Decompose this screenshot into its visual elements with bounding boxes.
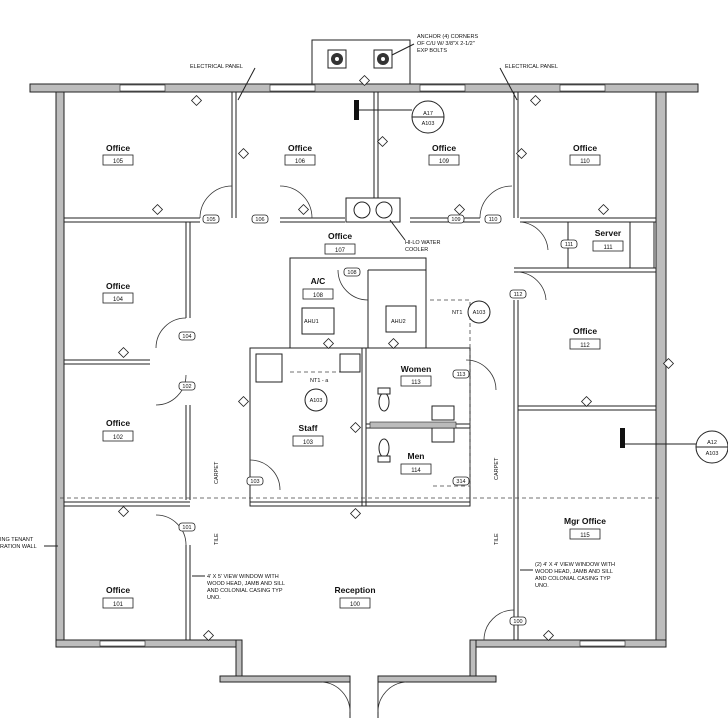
door-tag: 103 bbox=[250, 479, 259, 485]
door-tag: 105 bbox=[206, 217, 215, 223]
section-callout-a12: A12 A103 bbox=[625, 430, 728, 464]
room-number: 107 bbox=[335, 248, 346, 254]
room-number: 103 bbox=[303, 440, 314, 446]
svg-text:EXP BOLTS: EXP BOLTS bbox=[417, 48, 447, 54]
nt1-staff-label: NT1 - a bbox=[310, 378, 329, 384]
door-tag: 112 bbox=[514, 292, 523, 298]
room-labels: Office 105 Office 106 Office 109 Office … bbox=[102, 143, 624, 609]
window-note-right: (2) 4' X 4' VIEW WINDOW WITH WOOD HEAD, … bbox=[520, 562, 615, 589]
room-number: 101 bbox=[113, 602, 124, 608]
svg-text:ING TENANT: ING TENANT bbox=[0, 537, 34, 543]
room-number: 109 bbox=[439, 159, 450, 165]
room-name: Reception bbox=[334, 585, 375, 595]
callout-bottom: A103 bbox=[422, 121, 435, 127]
callout-bottom: A103 bbox=[706, 451, 719, 457]
water-cooler-note: HI-LO WATER COOLER bbox=[389, 219, 440, 253]
svg-text:ANCHOR (4) CORNERS: ANCHOR (4) CORNERS bbox=[417, 34, 478, 40]
condenser-unit bbox=[311, 39, 411, 85]
room-number: 108 bbox=[313, 293, 324, 299]
carpet-label-right: CARPET bbox=[494, 457, 500, 480]
door-tag: 100 bbox=[513, 619, 522, 625]
door-tag: 104 bbox=[182, 334, 191, 340]
room-number: 102 bbox=[113, 435, 124, 441]
room-number: 115 bbox=[580, 533, 590, 539]
room-number: 110 bbox=[580, 159, 590, 165]
room-name: Staff bbox=[299, 423, 318, 433]
room-name: A/C bbox=[311, 276, 326, 286]
room-name: Women bbox=[401, 364, 432, 374]
room-name: Server bbox=[595, 228, 622, 238]
callout-top: A17 bbox=[423, 111, 433, 117]
callout-label: A103 bbox=[473, 310, 486, 316]
svg-text:OF C/U W/ 3/8"X 2-1/2": OF C/U W/ 3/8"X 2-1/2" bbox=[417, 41, 475, 47]
detail-callout-ac: A103 NT1 bbox=[452, 300, 491, 324]
room-number: 106 bbox=[295, 159, 306, 165]
door-tag: 110 bbox=[489, 217, 498, 223]
svg-text:UNO.: UNO. bbox=[535, 583, 549, 589]
svg-text:WOOD HEAD, JAMB AND SILL: WOOD HEAD, JAMB AND SILL bbox=[535, 569, 613, 575]
svg-text:RATION WALL: RATION WALL bbox=[0, 544, 37, 550]
exterior-wall-right bbox=[655, 91, 667, 643]
nt1-label: NT1 bbox=[452, 310, 462, 316]
door-tag: 101 bbox=[182, 525, 191, 531]
door-swings bbox=[155, 185, 549, 641]
room-number: 105 bbox=[113, 159, 124, 165]
svg-text:WOOD HEAD, JAMB AND SILL: WOOD HEAD, JAMB AND SILL bbox=[207, 581, 285, 587]
room-name: Office bbox=[106, 585, 130, 595]
room-name: Mgr Office bbox=[564, 516, 606, 526]
room-name: Office bbox=[288, 143, 312, 153]
exterior-wall-bottom-left bbox=[55, 639, 243, 648]
room-number: 111 bbox=[603, 245, 613, 251]
interior-partitions bbox=[64, 92, 656, 640]
electrical-panel-note-right: ELECTRICAL PANEL bbox=[505, 64, 558, 70]
room-number: 114 bbox=[411, 468, 421, 474]
door-tag: 102 bbox=[182, 384, 191, 390]
window-note-left: 4' X 5' VIEW WINDOW WITH WOOD HEAD, JAMB… bbox=[192, 574, 285, 601]
room-number: 112 bbox=[580, 343, 590, 349]
svg-text:(2) 4' X 4' VIEW WINDOW WITH: (2) 4' X 4' VIEW WINDOW WITH bbox=[535, 562, 615, 568]
svg-text:HI-LO WATER: HI-LO WATER bbox=[405, 240, 440, 246]
carpet-label-left: CARPET bbox=[214, 461, 220, 484]
door-tag: 111 bbox=[565, 242, 573, 248]
anchor-note: ANCHOR (4) CORNERS OF C/U W/ 3/8"X 2-1/2… bbox=[417, 34, 478, 54]
svg-text:AND COLONIAL CASING TYP: AND COLONIAL CASING TYP bbox=[207, 588, 283, 594]
room-name: Office bbox=[328, 231, 352, 241]
callout-label: A103 bbox=[310, 398, 323, 404]
room-number: 100 bbox=[350, 602, 361, 608]
wall-type-markers bbox=[117, 74, 675, 642]
tenant-wall-note: ING TENANT RATION WALL bbox=[0, 537, 58, 550]
door-tag: 113 bbox=[457, 372, 466, 378]
door-tag: 109 bbox=[451, 217, 460, 223]
section-callout-a17: A17 A103 bbox=[359, 100, 445, 134]
ahu1-label: AHU1 bbox=[304, 319, 319, 325]
door-tag: 314 bbox=[456, 479, 465, 485]
room-name: Office bbox=[106, 143, 130, 153]
tile-label-right: TILE bbox=[494, 533, 500, 545]
exterior-wall-bottom-right bbox=[469, 639, 667, 648]
svg-text:COOLER: COOLER bbox=[405, 247, 428, 253]
room-name: Office bbox=[573, 326, 597, 336]
room-name: Office bbox=[106, 281, 130, 291]
callout-top: A12 bbox=[707, 440, 717, 446]
door-tag: 106 bbox=[255, 217, 264, 223]
svg-text:4' X 5' VIEW WINDOW WITH: 4' X 5' VIEW WINDOW WITH bbox=[207, 574, 279, 580]
room-name: Office bbox=[106, 418, 130, 428]
electrical-panel-note-left: ELECTRICAL PANEL bbox=[190, 64, 243, 70]
room-name: Office bbox=[432, 143, 456, 153]
tile-label-left: TILE bbox=[214, 533, 220, 545]
door-tag: 108 bbox=[347, 270, 356, 276]
exterior-wall-left bbox=[55, 91, 65, 643]
room-number: 113 bbox=[411, 380, 421, 386]
detail-callout-staff: A103 NT1 - a bbox=[304, 378, 329, 412]
room-number: 104 bbox=[113, 297, 124, 303]
room-name: Office bbox=[573, 143, 597, 153]
ahu2-label: AHU2 bbox=[391, 319, 406, 325]
svg-text:UNO.: UNO. bbox=[207, 595, 221, 601]
svg-text:AND COLONIAL CASING TYP: AND COLONIAL CASING TYP bbox=[535, 576, 611, 582]
room-name: Men bbox=[408, 451, 425, 461]
door-tags: 105 106 109 110 111 108 104 112 102 113 … bbox=[178, 214, 578, 626]
